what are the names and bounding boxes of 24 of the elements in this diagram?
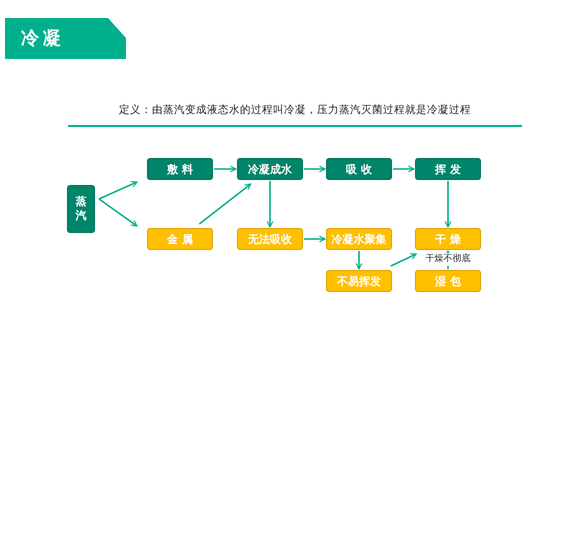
steam-box: 蒸汽 <box>67 185 95 233</box>
definition-text: 定义：由蒸汽变成液态水的过程叫冷凝，压力蒸汽灭菌过程就是冷凝过程 <box>118 103 472 117</box>
arrow <box>198 183 252 225</box>
process-box: 金 属 <box>147 228 213 250</box>
arrow <box>214 166 237 172</box>
title-banner: 冷凝 <box>5 18 126 59</box>
arrow <box>393 166 415 172</box>
arrow <box>304 166 326 172</box>
arrow <box>356 251 362 270</box>
process-box: 无法吸收 <box>237 228 303 250</box>
process-box: 挥 发 <box>415 158 481 180</box>
arrow <box>98 181 138 200</box>
process-box: 吸 收 <box>326 158 392 180</box>
process-box: 干 燥 <box>415 228 481 250</box>
process-box: 湿 包 <box>415 270 481 292</box>
process-box: 不易挥发 <box>326 270 392 292</box>
process-box: 冷凝水聚集 <box>326 228 392 250</box>
arrow <box>390 253 417 267</box>
arrow <box>304 236 326 242</box>
process-box: 冷凝成水 <box>237 158 303 180</box>
arrow <box>444 181 452 228</box>
process-box: 敷 料 <box>147 158 213 180</box>
arrow <box>98 198 138 227</box>
arrow <box>266 181 274 228</box>
